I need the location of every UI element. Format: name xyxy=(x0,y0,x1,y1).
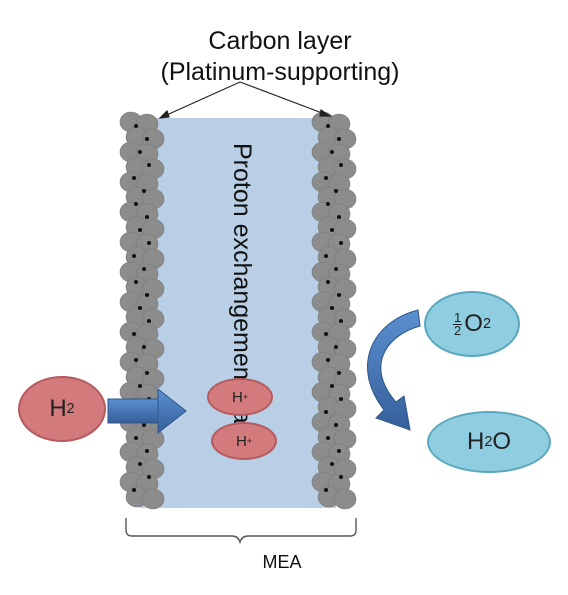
proton-oval: H+ xyxy=(211,422,277,460)
proton-oval: H+ xyxy=(207,378,273,416)
platinum-dot xyxy=(326,124,330,128)
platinum-dot xyxy=(330,462,334,466)
platinum-dot xyxy=(330,228,334,232)
oxygen-to-water-arrow xyxy=(367,309,421,431)
platinum-dot xyxy=(330,306,334,310)
platinum-dot xyxy=(326,436,330,440)
platinum-dot xyxy=(134,124,138,128)
platinum-dot xyxy=(324,254,328,258)
platinum-dot xyxy=(324,410,328,414)
platinum-dot xyxy=(324,176,328,180)
platinum-dot xyxy=(142,423,146,427)
platinum-dot xyxy=(145,371,149,375)
platinum-dot xyxy=(132,176,136,180)
platinum-dot xyxy=(142,345,146,349)
platinum-dot xyxy=(339,475,343,479)
platinum-dot xyxy=(339,241,343,245)
oxygen-fraction-denominator: 2 xyxy=(454,322,462,338)
proton-symbol: H xyxy=(231,388,243,406)
platinum-dot xyxy=(134,280,138,284)
proton-charge: + xyxy=(246,436,253,446)
platinum-dot xyxy=(339,397,343,401)
platinum-dot xyxy=(132,332,136,336)
platinum-dot xyxy=(330,384,334,388)
platinum-dot xyxy=(334,423,338,427)
hydrogen-inlet-arrow xyxy=(107,387,187,435)
platinum-dot xyxy=(134,436,138,440)
platinum-dot xyxy=(337,215,341,219)
platinum-dot xyxy=(334,267,338,271)
platinum-dot xyxy=(339,163,343,167)
platinum-dot xyxy=(147,163,151,167)
water-symbol-h: H xyxy=(466,428,485,455)
carbon-layer-pointer xyxy=(158,81,332,119)
carbon-particle xyxy=(333,488,357,510)
platinum-dot xyxy=(337,449,341,453)
platinum-dot xyxy=(142,267,146,271)
platinum-dot xyxy=(145,137,149,141)
platinum-dot xyxy=(339,319,343,323)
platinum-dot xyxy=(337,293,341,297)
platinum-dot xyxy=(337,371,341,375)
platinum-dot xyxy=(134,202,138,206)
platinum-dot xyxy=(324,332,328,336)
oxygen-fraction-numerator: 1 xyxy=(453,309,463,325)
platinum-dot xyxy=(330,150,334,154)
platinum-dot xyxy=(147,319,151,323)
platinum-dot xyxy=(132,254,136,258)
right-carbon-layer xyxy=(311,111,357,510)
platinum-dot xyxy=(132,488,136,492)
oxygen-fraction: 1 2 xyxy=(453,309,463,338)
platinum-dot xyxy=(145,449,149,453)
membrane-label: Proton exchange membrane xyxy=(202,143,282,452)
carbon-particle xyxy=(141,488,165,510)
water-symbol-o: O xyxy=(492,428,512,455)
platinum-dot xyxy=(147,475,151,479)
platinum-dot xyxy=(337,137,341,141)
platinum-dot xyxy=(334,345,338,349)
platinum-dot xyxy=(138,228,142,232)
proton-charge: + xyxy=(242,392,249,402)
oxygen-subscript: 2 xyxy=(482,316,491,332)
proton-symbol: H xyxy=(235,432,247,450)
platinum-dot xyxy=(138,384,142,388)
platinum-dot xyxy=(324,488,328,492)
mea-brace xyxy=(125,518,357,545)
platinum-dot xyxy=(334,189,338,193)
mea-label: MEA xyxy=(262,552,302,572)
carbon-layer-subtitle: (Platinum-supporting) xyxy=(160,58,400,86)
hydrogen-subscript: 2 xyxy=(66,401,75,417)
platinum-dot xyxy=(145,293,149,297)
platinum-dot xyxy=(145,215,149,219)
platinum-dot xyxy=(142,189,146,193)
platinum-dot xyxy=(138,462,142,466)
platinum-dot xyxy=(138,150,142,154)
oxygen-symbol: O xyxy=(464,310,483,337)
membrane-label-line1: Proton exchange xyxy=(228,143,256,333)
hydrogen-symbol: H xyxy=(49,395,67,422)
platinum-dot xyxy=(326,358,330,362)
platinum-dot xyxy=(138,306,142,310)
platinum-dot xyxy=(326,202,330,206)
platinum-dot xyxy=(326,280,330,284)
water-subscript: 2 xyxy=(484,434,493,450)
platinum-dot xyxy=(134,358,138,362)
platinum-dot xyxy=(147,241,151,245)
carbon-layer-title: Carbon layer xyxy=(208,27,352,55)
